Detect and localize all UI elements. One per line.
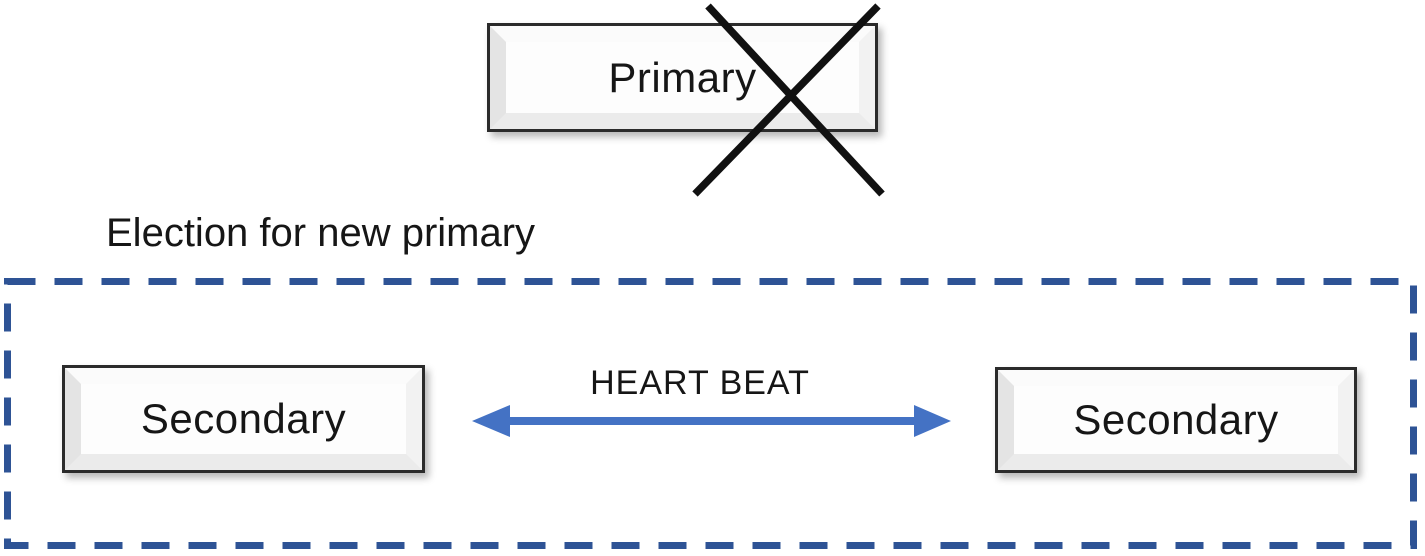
- secondary-node-left-label: Secondary: [140, 395, 347, 442]
- primary-node: Primary: [487, 23, 878, 132]
- heartbeat-arrow: [472, 405, 951, 437]
- secondary-node-left: Secondary: [62, 365, 425, 473]
- secondary-node-right-label: Secondary: [1073, 396, 1279, 443]
- primary-node-label: Primary: [608, 53, 757, 101]
- election-caption: Election for new primary: [106, 211, 536, 255]
- secondary-node-right: Secondary: [995, 367, 1357, 473]
- heartbeat-label: HEART BEAT: [590, 364, 810, 402]
